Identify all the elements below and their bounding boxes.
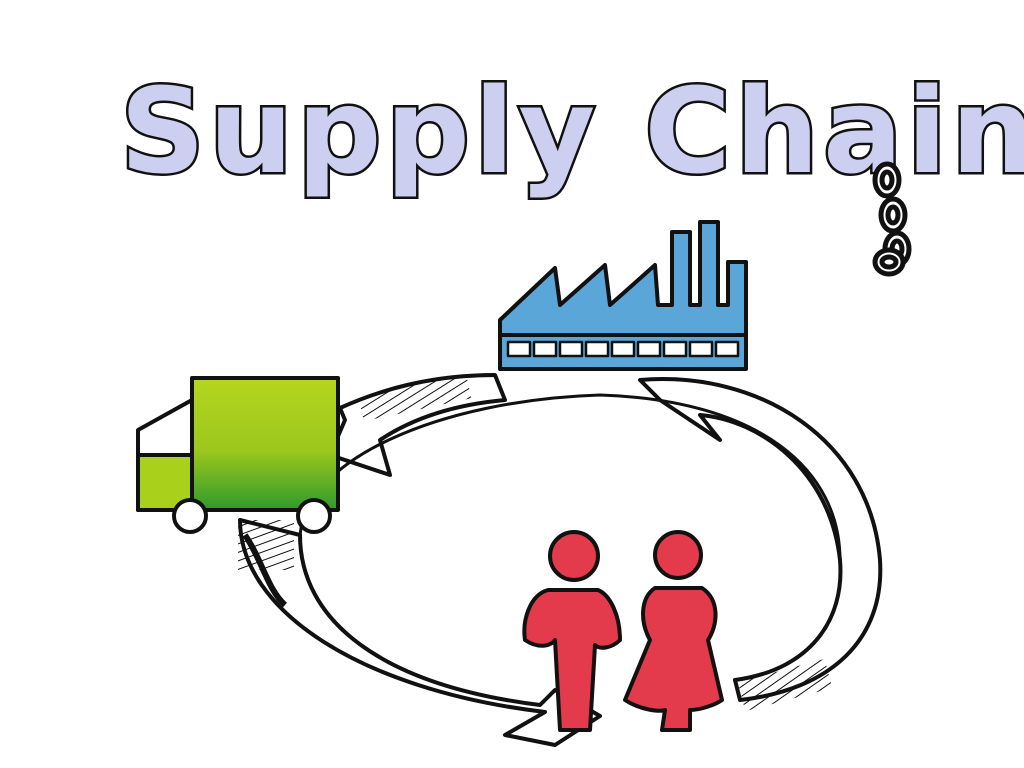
factory-icon (498, 220, 748, 371)
chain-link-icon (872, 161, 912, 277)
title-group: Supply Chain (118, 60, 1024, 203)
delivery-truck-icon (136, 376, 340, 534)
page-title: Supply Chain (120, 62, 1024, 200)
consumer-couple-icon (522, 530, 724, 732)
